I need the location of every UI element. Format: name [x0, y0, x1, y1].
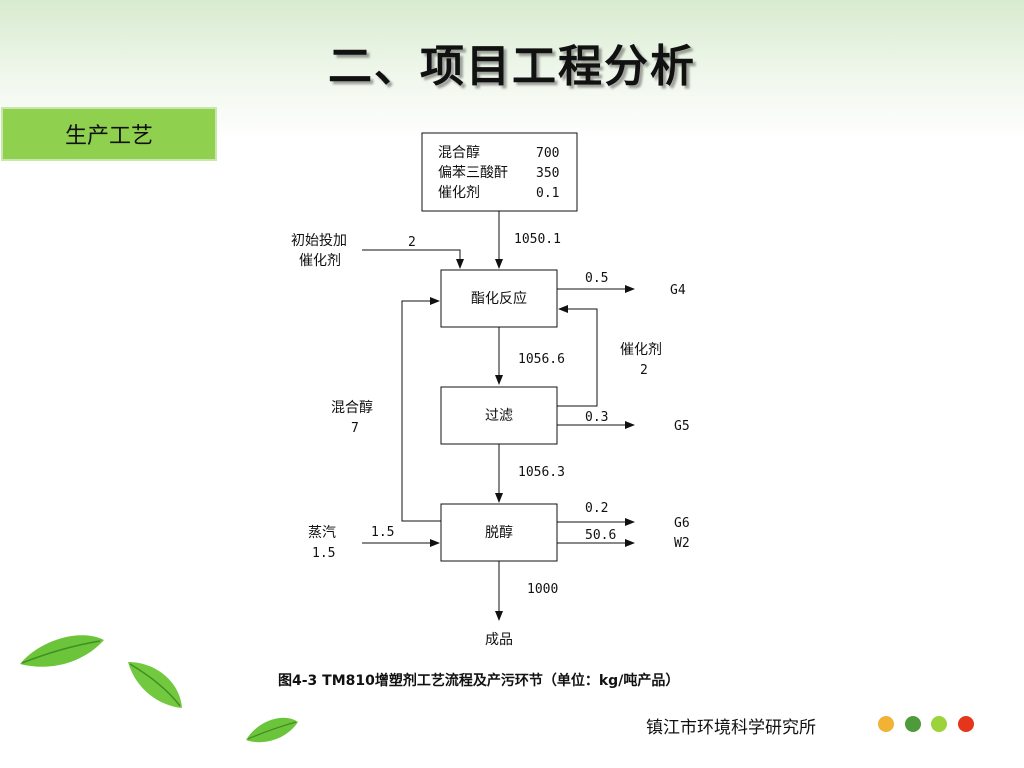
- status-dot: [905, 716, 921, 732]
- material-name: 催化剂: [438, 185, 480, 201]
- emission-label: G5: [674, 419, 690, 434]
- recycle-catalyst-value: 2: [640, 363, 648, 378]
- unit-label: 过滤: [485, 408, 513, 424]
- emission-label: W2: [674, 536, 690, 551]
- flow-label: 50.6: [585, 528, 616, 543]
- recycle-alcohol-label: 混合醇: [331, 399, 373, 416]
- figure-caption: 图4-3 TM810增塑剂工艺流程及产污环节（单位：kg/吨产品）: [278, 673, 680, 689]
- steam-label: 蒸汽: [308, 525, 336, 541]
- section-tab[interactable]: 生产工艺: [1, 107, 217, 161]
- material-name: 偏苯三酸酐: [438, 164, 508, 181]
- unit-label: 酯化反应: [471, 290, 527, 307]
- recycle-catalyst-label: 催化剂: [620, 342, 662, 358]
- leaf-decoration: [20, 635, 298, 743]
- emission-label: G4: [670, 283, 686, 298]
- flow-label: 1000: [527, 582, 558, 597]
- product-label: 成品: [485, 632, 513, 648]
- status-dot: [931, 716, 947, 732]
- flow-label: 0.5: [585, 271, 608, 286]
- unit-label: 脱醇: [485, 524, 513, 541]
- page-title: 二、项目工程分析: [328, 41, 696, 92]
- esterification-unit: [440, 269, 558, 328]
- flow-label: 0.2: [585, 501, 608, 516]
- organization-name: 镇江市环境科学研究所: [646, 718, 816, 738]
- initial-catalyst-label: 催化剂: [299, 253, 341, 269]
- raw-material-box: [421, 132, 578, 212]
- emission-label: G6: [674, 516, 690, 531]
- flow-label: 1056.6: [518, 352, 565, 367]
- material-value: 350: [536, 166, 559, 181]
- initial-catalyst-label: 初始投加: [291, 232, 347, 249]
- recycle-alcohol-value: 7: [351, 421, 359, 436]
- flow-label: 1056.3: [518, 465, 565, 480]
- status-dot: [958, 716, 974, 732]
- material-value: 700: [536, 146, 559, 161]
- dealcohol-unit: [440, 503, 558, 562]
- flow-label: 1.5: [371, 525, 394, 540]
- flow-label: 2: [408, 235, 416, 250]
- material-value: 0.1: [536, 186, 559, 201]
- steam-value: 1.5: [312, 546, 335, 561]
- flow-label: 1050.1: [514, 232, 561, 247]
- status-dot: [878, 716, 894, 732]
- flow-label: 0.3: [585, 410, 608, 425]
- material-name: 混合醇: [438, 144, 480, 161]
